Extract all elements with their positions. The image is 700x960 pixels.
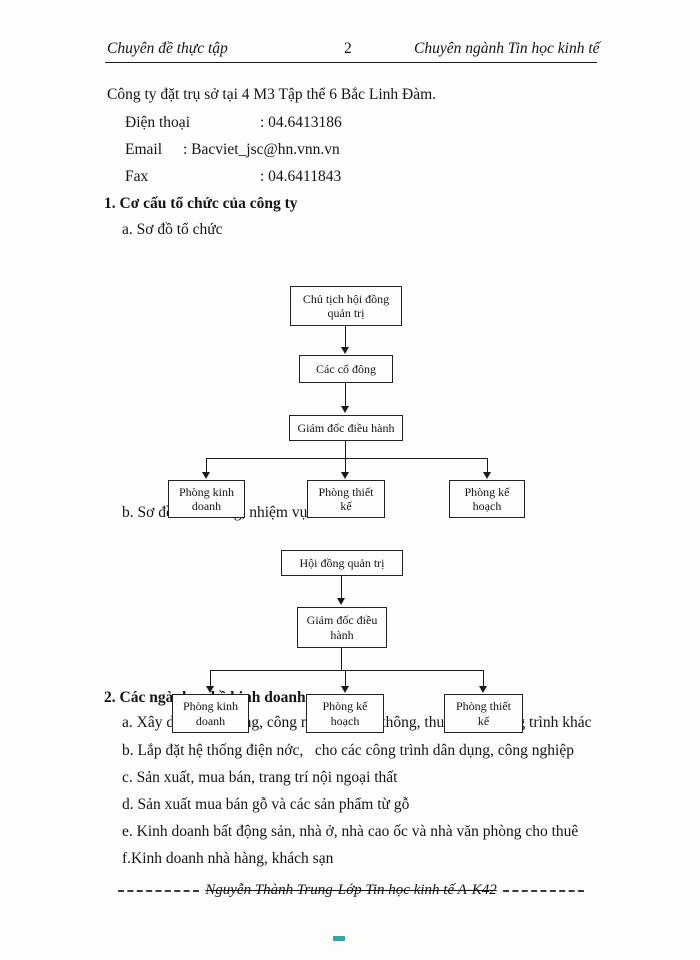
chart1-box-planning-dept: Phòng kế hoạch bbox=[449, 480, 525, 518]
header-right: Chuyên ngành Tin học kinh tế bbox=[414, 40, 600, 57]
footer-dash-right bbox=[502, 889, 584, 892]
chart2-arrowhead-3 bbox=[341, 686, 349, 693]
chart1-box-ceo: Giám đốc điều hành bbox=[289, 415, 403, 441]
chart1-box-chairman: Chủ tịch hội đồng quản trị bbox=[290, 286, 402, 326]
phone-value: : 04.6413186 bbox=[260, 114, 342, 131]
chart1-arrowhead-3 bbox=[202, 472, 210, 479]
footer: Nguyễn Thành Trung-Lớp Tin học kinh tế A… bbox=[118, 882, 584, 899]
section2-item-d: d. Sản xuất mua bán gỗ và các sản phẩm t… bbox=[122, 796, 410, 813]
chart2-box-planning-dept: Phòng kế hoạch bbox=[306, 694, 384, 733]
chart2-branch-bar bbox=[210, 670, 484, 671]
section1-item-a: a. Sơ đồ tổ chức bbox=[122, 221, 223, 238]
chart1-box-shareholders: Các cổ đông bbox=[299, 355, 393, 383]
chart1-drop-1 bbox=[206, 458, 207, 473]
chart2-arrowhead-2 bbox=[206, 686, 214, 693]
chart1-connector-1 bbox=[345, 326, 346, 348]
chart1-arrowhead-1 bbox=[341, 347, 349, 354]
chart2-drop-2 bbox=[345, 670, 346, 687]
chart1-drop-3 bbox=[487, 458, 488, 473]
email-label: Email bbox=[125, 141, 163, 158]
chart1-box-design-dept: Phòng thiết kế bbox=[307, 480, 385, 518]
chart2-connector-1 bbox=[341, 576, 342, 600]
chart1-box-business-dept: Phòng kinh doanh bbox=[168, 480, 245, 518]
chart1-connector-2 bbox=[345, 383, 346, 407]
chart2-box-board: Hội đồng quản trị bbox=[281, 550, 403, 576]
phone-label: Điện thoại bbox=[125, 114, 190, 131]
footer-author: Nguyễn Thành Trung-Lớp Tin học kinh tế A… bbox=[205, 882, 497, 898]
fax-label: Fax bbox=[125, 168, 149, 185]
chart2-box-ceo: Giám đốc điều hành bbox=[297, 607, 387, 648]
section2-item-b: b. Lắp đặt hệ thống điện nớc, cho các cô… bbox=[122, 742, 574, 759]
section2-item-f: f.Kinh doanh nhà hàng, khách sạn bbox=[122, 850, 334, 867]
section2-heading: 2. Các ngành nghề kinh doanh bbox=[104, 689, 306, 706]
company-address: Công ty đặt trụ sở tại 4 M3 Tập thể 6 Bắ… bbox=[107, 86, 437, 103]
header-rule bbox=[105, 62, 597, 63]
chart1-arrowhead-4 bbox=[341, 472, 349, 479]
chart2-stem bbox=[341, 648, 342, 671]
chart2-drop-3 bbox=[483, 670, 484, 687]
chart1-arrowhead-5 bbox=[483, 472, 491, 479]
chart2-box-design-dept: Phòng thiết kế bbox=[444, 694, 523, 733]
chart2-arrowhead-4 bbox=[479, 686, 487, 693]
chart1-stem bbox=[345, 441, 346, 459]
header-left: Chuyên đề thực tập bbox=[107, 40, 228, 57]
chart2-drop-1 bbox=[210, 670, 211, 687]
scan-artifact bbox=[333, 936, 345, 941]
fax-value: : 04.6411843 bbox=[260, 168, 342, 185]
chart1-branch-bar bbox=[206, 458, 488, 459]
chart1-arrowhead-2 bbox=[341, 406, 349, 413]
chart1-drop-2 bbox=[345, 458, 346, 473]
footer-dash-left bbox=[118, 889, 200, 892]
chart2-box-business-dept: Phòng kinh doanh bbox=[172, 694, 249, 733]
page-number: 2 bbox=[344, 40, 352, 57]
email-value: : Bacviet_jsc@hn.vnn.vn bbox=[183, 141, 340, 158]
section2-item-c: c. Sản xuất, mua bán, trang trí nội ngoạ… bbox=[122, 769, 398, 786]
section1-heading: 1. Cơ cấu tổ chức của công ty bbox=[104, 195, 298, 212]
section2-item-e: e. Kinh doanh bất động sản, nhà ở, nhà c… bbox=[122, 823, 579, 840]
chart2-arrowhead-1 bbox=[337, 598, 345, 605]
